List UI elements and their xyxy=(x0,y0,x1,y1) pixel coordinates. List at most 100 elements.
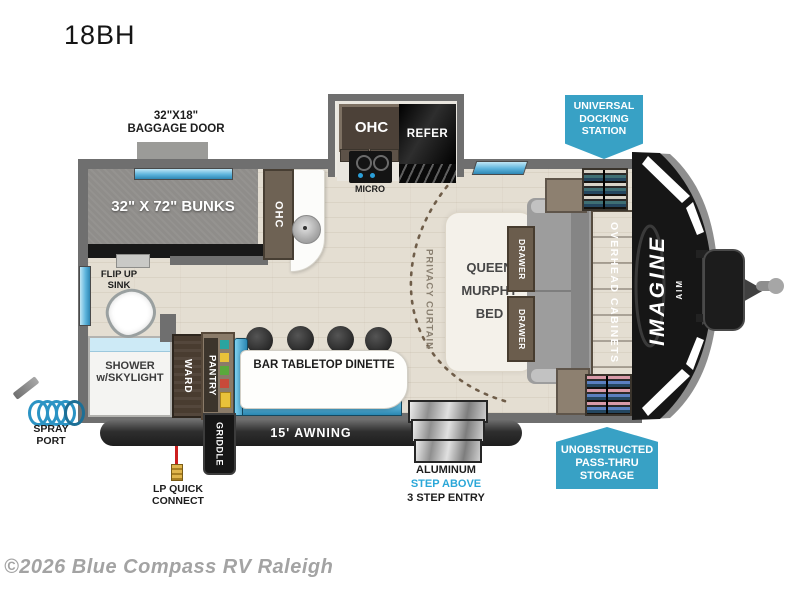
steps-line2: STEP ABOVE xyxy=(410,477,482,490)
passthru-line3: STORAGE xyxy=(579,470,635,483)
baggage-door-tab xyxy=(137,142,208,161)
bed-drawer: DRAWER xyxy=(507,296,535,362)
medicine-cabinet xyxy=(116,254,150,268)
pantry-item-icon xyxy=(220,379,229,388)
shower-line1: SHOWER xyxy=(105,360,155,372)
overhead-cabinet-top: OHC xyxy=(339,104,404,152)
docking-station-badge: UNIVERSAL DOCKING STATION xyxy=(565,95,643,159)
docking-line2: DOCKING xyxy=(579,112,629,125)
shower-label: SHOWER w/SKYLIGHT xyxy=(90,360,170,385)
clothes-cabinet-bottom xyxy=(585,374,632,416)
steps-line3: 3 STEP ENTRY xyxy=(407,491,485,504)
kitchen-sink-icon xyxy=(292,215,321,244)
griddle-label: GRIDDLE xyxy=(214,422,225,466)
overhead-cabinet-side: OHC xyxy=(263,169,294,260)
series-wrap: AIM xyxy=(672,266,686,312)
baggage-door-line1: 32"X18" xyxy=(153,110,199,122)
interior-wall xyxy=(170,256,268,265)
overhead-cabinets-label: OVERHEAD CABINETS xyxy=(607,222,620,364)
passthru-storage-badge: UNOBSTRUCTED PASS-THRU STORAGE xyxy=(556,427,658,489)
pantry: PANTRY xyxy=(201,332,235,422)
dealer-watermark: ©2026 Blue Compass RV Raleigh xyxy=(4,556,334,578)
bedside-cabinet xyxy=(545,178,587,213)
cooktop xyxy=(349,151,392,183)
bed-drawer: DRAWER xyxy=(507,226,535,292)
lp-connector-icon xyxy=(171,464,183,481)
bath-window xyxy=(79,266,91,326)
bed-line2: MURPHY xyxy=(461,282,518,298)
entry-step-3 xyxy=(414,439,482,463)
awning-label: 15' AWNING xyxy=(270,426,352,440)
stove-knob-icon xyxy=(370,173,375,178)
clothes-cabinet-top xyxy=(582,168,628,211)
lp-line1: LP QUICK xyxy=(153,483,203,495)
refrigerator: REFER xyxy=(399,104,456,164)
pantry-item-icon xyxy=(220,340,229,349)
pantry-item-icon xyxy=(220,353,229,362)
passthru-line2: PASS-THRU xyxy=(575,457,639,470)
burner-icon xyxy=(356,155,372,171)
trailer-front-cap xyxy=(632,152,784,420)
stool-icon xyxy=(246,327,273,354)
brand-logo: IMAGINE xyxy=(646,234,669,346)
spray-port-label: SPRAY PORT xyxy=(18,423,84,448)
privacy-curtain-label-wrap: PRIVACY CURTAIN xyxy=(420,246,438,354)
wardrobe: WARD xyxy=(172,334,203,418)
privacy-curtain-label: PRIVACY CURTAIN xyxy=(423,249,435,351)
baggage-door-line2: BAGGAGE DOOR xyxy=(127,122,225,135)
stool-icon xyxy=(287,326,314,353)
shower: SHOWER w/SKYLIGHT xyxy=(88,336,172,417)
pantry-item-icon xyxy=(220,366,229,375)
series-logo: AIM xyxy=(674,278,684,300)
cabinet-divider xyxy=(603,170,605,209)
spray-line1: SPRAY xyxy=(33,423,69,435)
dinette-table: BAR TABLETOP DINETTE xyxy=(240,350,408,409)
spray-nozzle-icon xyxy=(12,376,40,400)
drawer-label: DRAWER xyxy=(516,308,527,350)
floorplan-title: 18BH xyxy=(64,20,136,50)
flip-up-sink-line2: SINK xyxy=(107,279,131,291)
dinette-label: BAR TABLETOP DINETTE xyxy=(253,359,395,371)
griddle: GRIDDLE xyxy=(203,413,236,475)
steps-line1: ALUMINUM xyxy=(416,464,476,476)
microwave-label: MICRO xyxy=(355,184,385,194)
flip-up-sink-label: FLIP UP SINK xyxy=(90,269,148,291)
stove-knob-icon xyxy=(358,173,363,178)
shower-skylight xyxy=(90,338,170,352)
bunk-beds: 32" X 72" BUNKS xyxy=(88,169,258,246)
passthru-line1: UNOBSTRUCTED xyxy=(560,444,654,456)
propane-cover xyxy=(703,249,745,331)
stool-icon xyxy=(327,326,354,353)
burner-icon xyxy=(373,155,389,171)
bed-line3: BED xyxy=(475,305,504,321)
bunk-window xyxy=(134,168,233,180)
ohc-side-label: OHC xyxy=(272,200,285,229)
entry-steps-label: ALUMINUM STEP ABOVE 3 STEP ENTRY xyxy=(398,464,494,505)
refer-label: REFER xyxy=(406,127,449,140)
docking-line1: UNIVERSAL xyxy=(573,100,635,112)
pantry-label: PANTRY xyxy=(206,354,218,396)
ohc-top-label: OHC xyxy=(354,118,389,136)
brand-wrap: IMAGINE xyxy=(644,212,672,368)
sofa-back xyxy=(571,202,589,380)
shower-line2: w/SKYLIGHT xyxy=(96,372,164,385)
ward-label: WARD xyxy=(182,358,194,394)
bed-line1: QUEEN xyxy=(466,260,513,275)
spray-line2: PORT xyxy=(36,434,66,447)
lp-line-icon xyxy=(175,441,178,466)
sofa-seam xyxy=(531,290,571,292)
lp-quick-connect-label: LP QUICK CONNECT xyxy=(138,483,218,508)
pantry-strip: PANTRY xyxy=(204,338,218,412)
drawer-label: DRAWER xyxy=(516,238,527,280)
refrigerator-vent xyxy=(399,164,456,183)
sink-drain-icon xyxy=(303,226,307,230)
flip-up-sink-line1: FLIP UP xyxy=(100,269,138,280)
murphy-bed-label: QUEEN MURPHY BED xyxy=(446,257,533,325)
lp-line2: CONNECT xyxy=(152,494,204,507)
overhead-cabinets: OVERHEAD CABINETS xyxy=(591,210,635,376)
privacy-curtain-arc xyxy=(409,170,510,404)
stool-icon xyxy=(365,327,392,354)
baggage-door-label: 32"X18" BAGGAGE DOOR xyxy=(110,110,242,136)
docking-line3: STATION xyxy=(581,125,627,138)
